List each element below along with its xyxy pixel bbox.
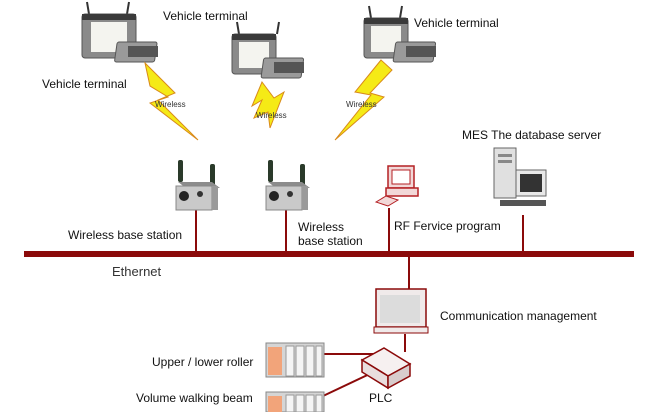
base-station-label-2-line1: Wireless	[298, 220, 345, 234]
wireless-label-3: Wireless	[346, 100, 377, 109]
base-station-icon	[175, 160, 220, 211]
plc-label: PLC	[369, 391, 393, 405]
base-station-label-1: Wireless base station	[68, 228, 183, 242]
io-module-label-2: Volume walking beam	[136, 391, 253, 405]
ethernet-label: Ethernet	[112, 264, 162, 279]
wireless-label-2: Wireless	[256, 111, 287, 120]
wireless-bolt-icon	[334, 59, 393, 141]
vehicle-terminal-icon	[363, 5, 437, 63]
base-station-icon	[265, 160, 310, 211]
desktop-pc-icon	[374, 165, 419, 207]
wireless-bolt-icon	[250, 81, 285, 129]
io-module-label-1: Upper / lower roller	[152, 355, 254, 369]
ethernet-bus	[24, 251, 634, 257]
io-module-rack-icon	[265, 391, 325, 412]
base-station-label-2-line2: base station	[298, 234, 363, 248]
mes-server-label: MES The database server	[462, 128, 602, 142]
workstation-icon	[373, 288, 429, 334]
vehicle-terminal-icon	[81, 1, 158, 63]
wireless-bolt-icon	[144, 61, 199, 141]
vehicle-terminal-label-1: Vehicle terminal	[163, 9, 248, 23]
vehicle-terminal-icon	[231, 21, 305, 79]
vehicle-terminal-label-3: Vehicle terminal	[414, 16, 499, 30]
rf-service-label: RF Fervice program	[394, 219, 501, 233]
tower-server-icon	[493, 147, 547, 206]
comm-management-label: Communication management	[440, 309, 597, 323]
io-module-rack-icon	[265, 342, 325, 378]
wireless-label-1: Wireless	[155, 100, 186, 109]
vehicle-terminal-label-2: Vehicle terminal	[42, 77, 127, 91]
plc-box-icon	[360, 347, 412, 390]
